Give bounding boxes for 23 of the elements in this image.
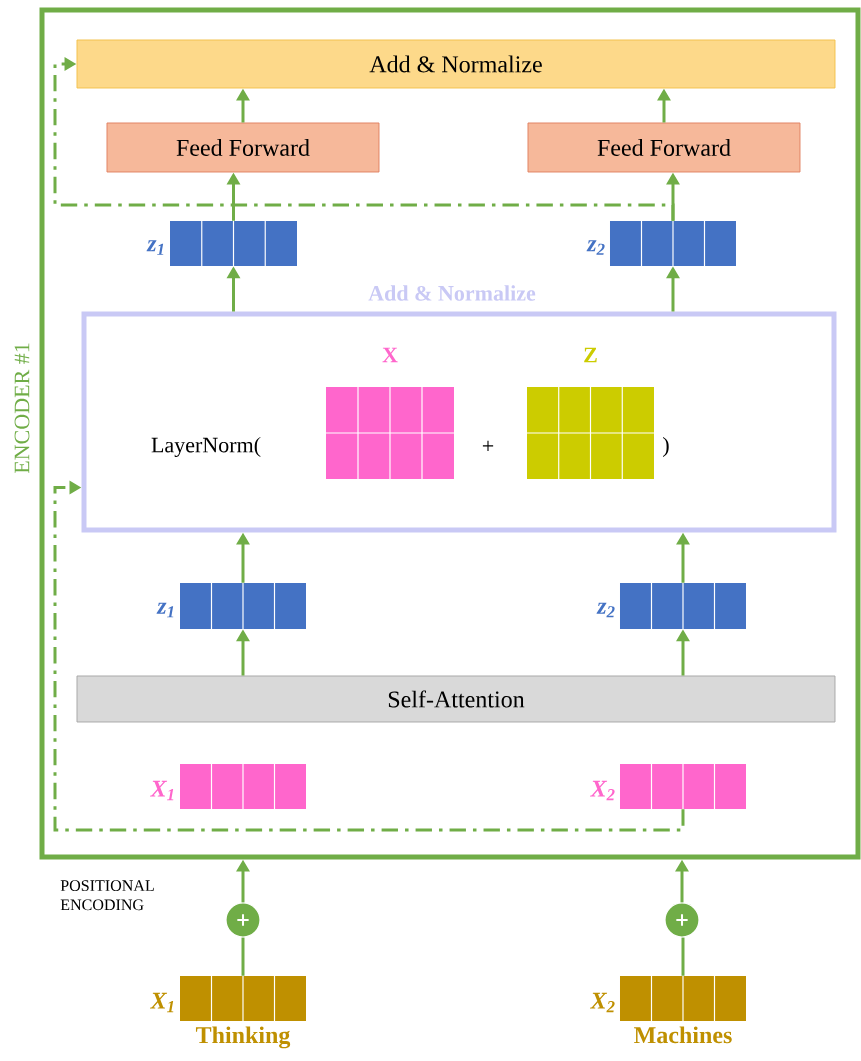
encoder-heading: ENCODER #1 — [14, 343, 30, 474]
parenthesis: ) — [663, 437, 669, 457]
process-box: Self-Attention — [76, 675, 836, 723]
note-text: POSITIONAL ENCODING — [60, 880, 154, 911]
vector-label: X$_{2}$ — [589, 780, 615, 801]
process-box: Add & Normalize — [76, 39, 836, 89]
plus-sign: + — [482, 440, 494, 452]
formula-text: LayerNorm( — [151, 436, 261, 457]
vector-label: z$_{2}$ — [586, 240, 605, 255]
arrow — [53, 480, 685, 832]
matrix-label: X — [382, 347, 398, 363]
word-caption: Thinking — [195, 1026, 291, 1049]
process-box: Feed Forward — [527, 122, 801, 173]
matrix-label: Z — [584, 347, 597, 363]
vector-label: z$_{1}$ — [146, 240, 164, 255]
process-box: Feed Forward — [106, 122, 380, 173]
arrow — [53, 57, 675, 221]
vector-label: X$_{2}$ — [589, 992, 615, 1013]
vector-label: z$_{2}$ — [596, 602, 615, 618]
vector-label: X$_{1}$ — [150, 992, 174, 1013]
vector-label: X$_{1}$ — [150, 780, 174, 801]
vector-label: z$_{1}$ — [156, 602, 174, 618]
word-caption: Machines — [634, 1026, 732, 1044]
